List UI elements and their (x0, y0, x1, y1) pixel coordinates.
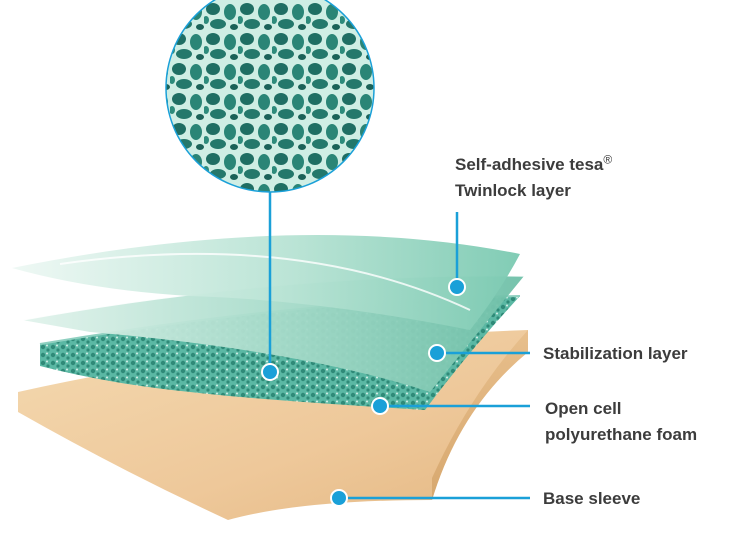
registered-mark: ® (603, 152, 612, 166)
label-foam-line2: polyurethane foam (545, 425, 697, 444)
foam-dot (372, 398, 388, 414)
label-base-sleeve: Base sleeve (543, 486, 640, 512)
foam-magnify-dot (262, 364, 278, 380)
label-twinlock-line1: Self-adhesive tesa (455, 155, 603, 174)
stabilization-dot (429, 345, 445, 361)
twinlock-dot (449, 279, 465, 295)
label-twinlock-layer: Self-adhesive tesa® Twinlock layer (455, 152, 612, 204)
base-dot (331, 490, 347, 506)
label-foam-line1: Open cell (545, 399, 622, 418)
label-twinlock-line2: Twinlock layer (455, 181, 571, 200)
label-open-cell-foam: Open cell polyurethane foam (545, 396, 697, 448)
label-stabilization-layer: Stabilization layer (543, 341, 688, 367)
